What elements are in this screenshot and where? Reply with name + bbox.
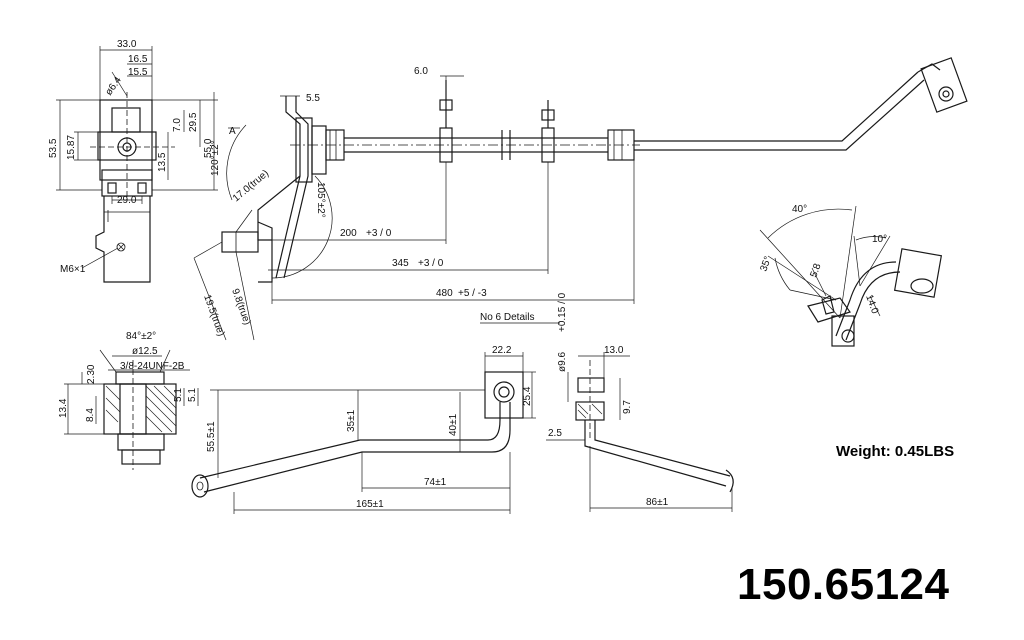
bracket-dimensions — [56, 46, 218, 269]
dim-9-7: 9.7 — [622, 400, 633, 414]
dim-5-5: 5.5 — [306, 93, 320, 104]
dim-13-0: 13.0 — [604, 345, 624, 356]
angle-120: 120°±2° — [210, 140, 221, 176]
angle-35: 35° — [758, 255, 774, 273]
dim-5-8: 5.8 — [808, 262, 823, 279]
angle-40: 40° — [792, 204, 807, 215]
bracket-dimension-labels: 33.0 16.5 15.5 ø6.4 53.5 15.87 13.5 7.0 … — [48, 39, 214, 275]
dim-9-6-tol: +0.15 / 0 — [557, 292, 568, 332]
view-label-a: A — [229, 126, 236, 137]
tube-front-dimensions — [210, 352, 536, 514]
dim-15-5: 15.5 — [128, 67, 148, 78]
dim-17-true: 17.0(true) — [231, 168, 271, 204]
dim-29-5: 29.5 — [188, 112, 199, 132]
dim-9-8-true: 9.8(true) — [229, 287, 252, 326]
assembly-dimension-labels: 5.5 6.0 A 120°±2° 17.0(true) 105°±2° 200… — [201, 66, 487, 338]
dim-16-5: 16.5 — [128, 54, 148, 65]
dim-19-5-true: 19.5(true) — [201, 293, 226, 338]
dim-8-4: 8.4 — [85, 408, 96, 422]
dim-9-6: ø9.6 — [557, 352, 568, 372]
fitting-dimensions — [64, 349, 199, 435]
dim-345-tol: +3 / 0 — [418, 258, 444, 269]
dim-2-30: 2.30 — [86, 364, 97, 384]
dim-2-5: 2.5 — [548, 428, 562, 439]
tube-front-labels: 55.5±1 35±1 40±1 74±1 165±1 22.2 25.4 — [206, 345, 533, 510]
dim-55-0: 55.0 — [203, 138, 214, 158]
assembly-dimensions — [193, 75, 635, 341]
dim-5-1-b: 5.1 — [187, 388, 198, 402]
dim-53-5: 53.5 — [48, 138, 59, 158]
dim-86: 86±1 — [646, 497, 669, 508]
dim-25-4: 25.4 — [522, 386, 533, 406]
dim-40: 40±1 — [448, 413, 459, 436]
dim-33: 33.0 — [117, 39, 137, 50]
angle-105: 105°±2° — [315, 182, 326, 218]
dim-200-tol: +3 / 0 — [366, 228, 392, 239]
dim-345: 345 — [392, 258, 409, 269]
angle-10: 10° — [872, 234, 887, 245]
dim-29-0: 29.0 — [117, 195, 137, 206]
dim-74: 74±1 — [424, 477, 447, 488]
dim-6-0: 6.0 — [414, 66, 428, 77]
dim-5-1-a: 5.1 — [173, 388, 184, 402]
bracket-end-view — [90, 92, 175, 283]
fitting-labels: 84°±2° ø12.5 3/8-24UNF-2B 2.30 13.4 8.4 … — [58, 331, 198, 422]
end-fitting-detail — [759, 205, 943, 347]
part-number: 150.65124 — [737, 560, 950, 609]
tube-front-view — [191, 371, 524, 498]
dim-14-0: 14.0 — [863, 293, 880, 315]
dim-35: 35±1 — [346, 409, 357, 432]
dim-480-tol: +5 / -3 — [458, 288, 487, 299]
tube-side-dimensions — [546, 352, 733, 512]
thread-m6: M6×1 — [60, 264, 86, 275]
dim-200: 200 — [340, 228, 357, 239]
details-title: No 6 Details — [480, 312, 534, 323]
dim-13-5: 13.5 — [157, 152, 168, 172]
dim-15-87: 15.87 — [66, 135, 77, 160]
weight-label: Weight: 0.45LBS — [836, 443, 955, 460]
dim-165: 165±1 — [356, 499, 384, 510]
dim-12-5: ø12.5 — [132, 346, 158, 357]
tube-side-labels: 13.0 ø9.6 +0.15 / 0 9.7 2.5 86±1 — [548, 292, 669, 508]
hose-assembly — [221, 57, 968, 283]
fitting-section — [103, 360, 177, 470]
dim-7-0: 7.0 — [172, 118, 183, 132]
dim-55-5: 55.5±1 — [206, 421, 217, 452]
thread-spec: 3/8-24UNF-2B — [120, 361, 185, 372]
angle-84: 84°±2° — [126, 331, 156, 342]
dim-13-4: 13.4 — [58, 398, 69, 418]
dim-22-2: 22.2 — [492, 345, 512, 356]
dim-480: 480 — [436, 288, 453, 299]
tube-side-view — [575, 360, 734, 493]
